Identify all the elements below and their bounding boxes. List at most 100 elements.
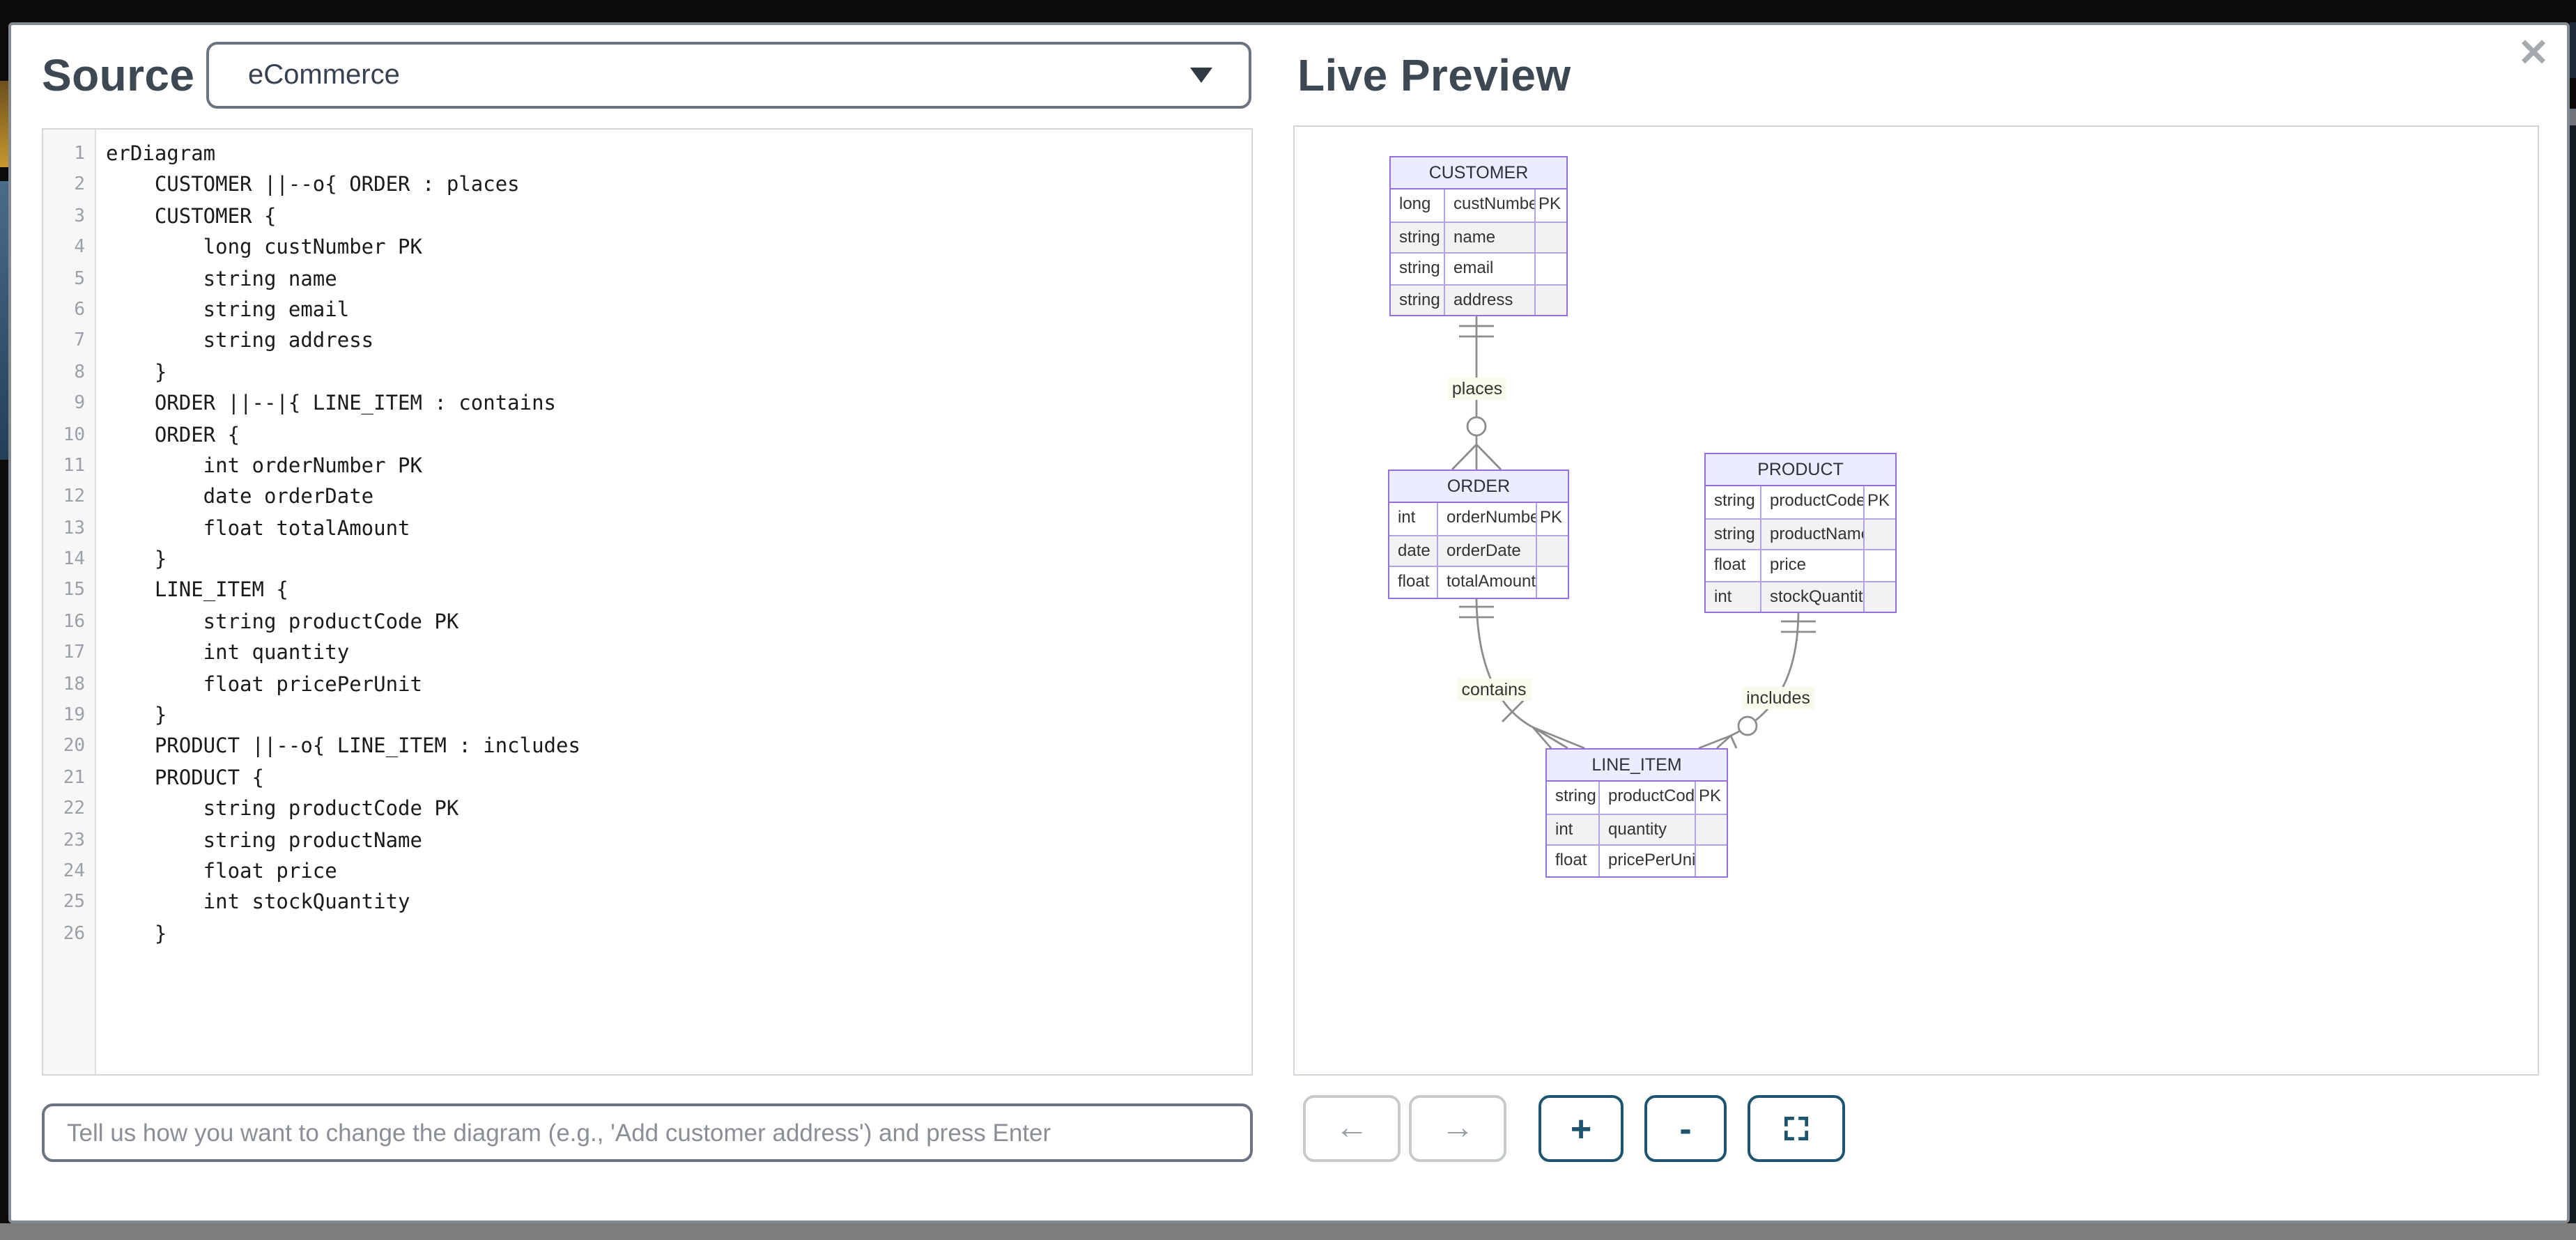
line-number: 17 [63, 642, 85, 664]
code-line: } [106, 923, 167, 946]
attribute-key: PK [1695, 782, 1724, 813]
attribute-type: int [1398, 507, 1416, 527]
line-number: 20 [63, 736, 85, 757]
background-page-right [2569, 22, 2576, 78]
line-number: 6 [74, 299, 85, 320]
line-number: 19 [63, 705, 85, 727]
attribute-key [1536, 567, 1565, 597]
attribute-name: address [1444, 285, 1534, 315]
undo-button[interactable]: ← [1303, 1095, 1401, 1162]
code-line: PRODUCT ||--o{ LINE_ITEM : includes [106, 736, 580, 759]
zoom-out-button[interactable]: - [1644, 1095, 1727, 1162]
attribute-name: name [1444, 222, 1534, 252]
diagram-prompt-input[interactable] [42, 1103, 1253, 1162]
relationship-label: contains [1457, 679, 1531, 701]
line-number: 23 [63, 830, 85, 851]
attribute-key [1863, 582, 1892, 612]
code-line: float totalAmount [106, 518, 410, 541]
editor-code[interactable]: erDiagram CUSTOMER ||--o{ ORDER : places… [96, 130, 1251, 1074]
line-number: 10 [63, 424, 85, 446]
line-number: 2 [74, 174, 85, 196]
background-page-left [0, 181, 10, 460]
code-line: LINE_ITEM { [106, 580, 288, 603]
redo-button[interactable]: → [1409, 1095, 1506, 1162]
line-number: 5 [74, 268, 85, 290]
code-line: PRODUCT { [106, 767, 264, 790]
arrow-right-icon: → [1441, 1109, 1474, 1147]
chevron-down-icon [1190, 68, 1212, 83]
plus-icon: + [1570, 1107, 1592, 1149]
zoom-in-button[interactable]: + [1538, 1095, 1624, 1162]
source-panel-title: Source [42, 50, 195, 100]
attribute-key [1695, 814, 1724, 844]
background-page-right [2569, 125, 2576, 1223]
code-line: float pricePerUnit [106, 674, 422, 697]
fullscreen-button[interactable] [1748, 1095, 1845, 1162]
code-line: erDiagram [106, 144, 216, 166]
code-line: string productCode PK [106, 798, 459, 821]
line-number: 3 [74, 206, 85, 227]
relationship-label: places [1447, 378, 1507, 400]
fullscreen-icon [1784, 1116, 1809, 1141]
attribute-name: productCode [1598, 782, 1695, 813]
line-number: 21 [63, 767, 85, 789]
line-number: 14 [63, 549, 85, 571]
code-line: string productName [106, 830, 422, 853]
attribute-key: PK [1534, 189, 1564, 221]
background-page-left [0, 460, 10, 1223]
close-icon[interactable]: ✕ [2517, 32, 2550, 74]
line-number: 22 [63, 798, 85, 820]
attribute-type: float [1555, 850, 1587, 869]
code-line: string address [106, 330, 374, 353]
attribute-name: email [1444, 254, 1534, 284]
attribute-type: string [1399, 226, 1440, 246]
relationship-label: includes [1742, 687, 1814, 709]
attribute-type: float [1398, 571, 1430, 591]
attribute-key [1534, 222, 1564, 252]
line-number: 16 [63, 611, 85, 633]
line-number: 9 [74, 393, 85, 414]
attribute-type: int [1714, 586, 1732, 605]
entity-name: LINE_ITEM [1547, 750, 1727, 782]
entity-name: PRODUCT [1706, 454, 1895, 486]
attribute-type: string [1714, 490, 1755, 510]
background-page-bottom [0, 1223, 2576, 1240]
attribute-key [1863, 550, 1892, 580]
attribute-name: orderDate [1437, 536, 1536, 566]
background-page-left [0, 81, 10, 167]
entity-name: ORDER [1389, 471, 1568, 503]
attribute-key [1534, 285, 1564, 315]
attribute-key [1863, 519, 1892, 549]
attribute-name: productName [1760, 519, 1863, 549]
attribute-name: orderNumber [1437, 503, 1536, 534]
attribute-name: custNumber [1444, 189, 1534, 221]
attribute-type: int [1555, 819, 1573, 838]
background-page-right [2569, 78, 2576, 109]
template-select[interactable]: eCommerce [206, 42, 1251, 109]
attribute-key [1695, 846, 1724, 876]
attribute-type: date [1398, 540, 1430, 559]
attribute-type: long [1399, 194, 1431, 213]
line-number: 25 [63, 892, 85, 913]
preview-panel-title: Live Preview [1297, 50, 1571, 100]
attribute-name: price [1760, 550, 1863, 580]
